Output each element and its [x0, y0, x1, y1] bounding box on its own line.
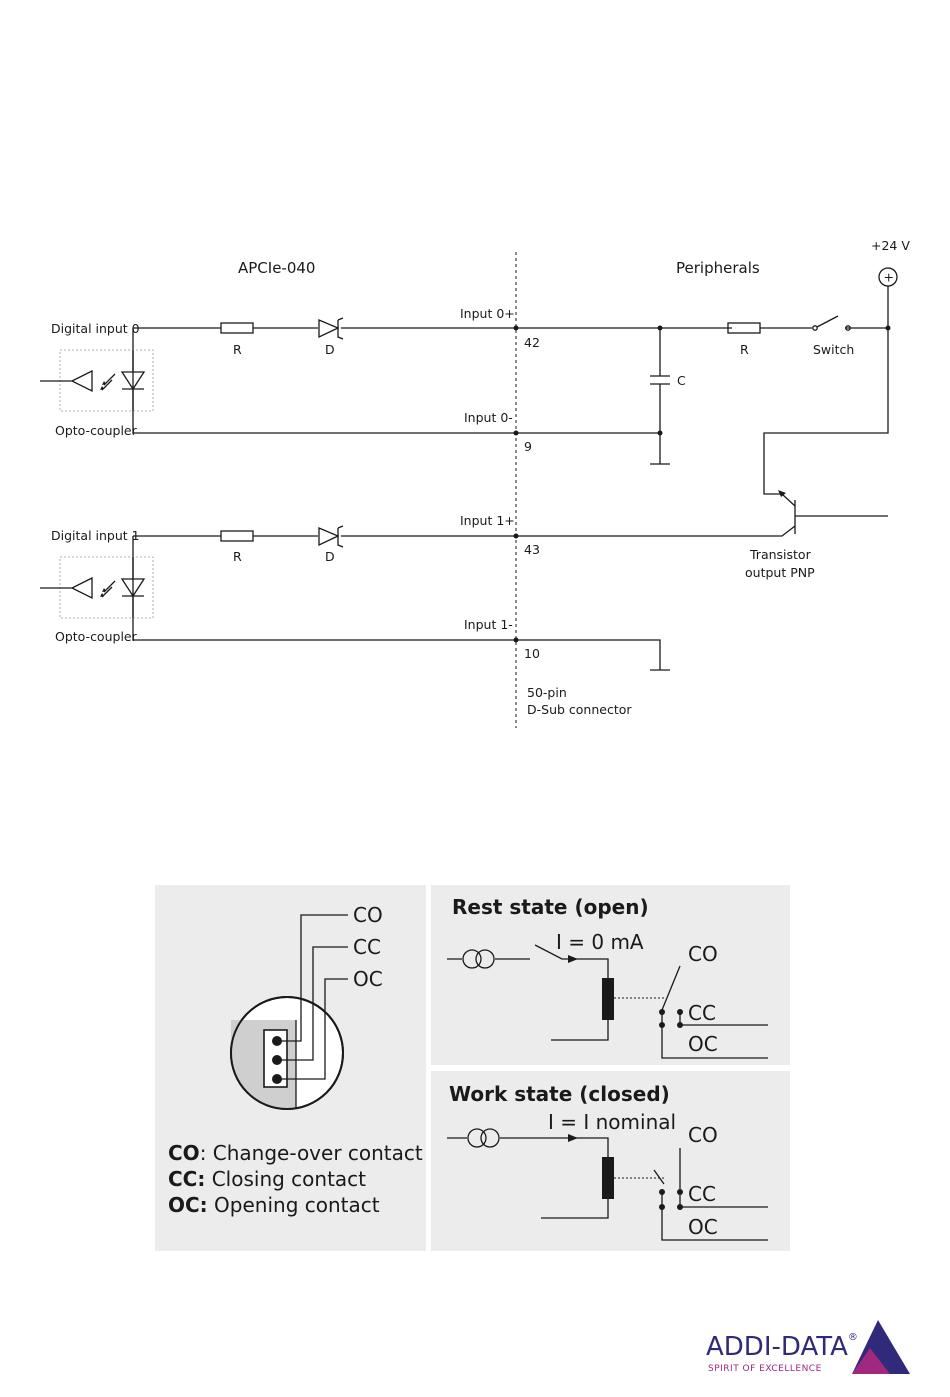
ch1-d-label: D: [325, 549, 335, 564]
channel-1: Digital input 1 R D Input 1+ 43 Input 1-…: [40, 513, 670, 671]
work-state-current: I = I nominal: [548, 1110, 676, 1134]
ch1-opto-icon: [40, 557, 146, 618]
connector-label-1: 50-pin: [527, 685, 567, 700]
ch1-diode-icon: [318, 525, 344, 548]
rest-state-current: I = 0 mA: [556, 930, 644, 954]
ch0-d-label: D: [325, 342, 335, 357]
rest-state-panel: [431, 885, 790, 1065]
capacitor-icon: [650, 328, 670, 465]
work-cc-label: CC: [688, 1182, 716, 1206]
logo-registered: ®: [847, 1332, 858, 1343]
relay-legend: CO: Change-over contact CC: Closing cont…: [168, 1140, 423, 1218]
peripherals-label: Peripherals: [676, 259, 760, 277]
rest-state-relay-icon: [447, 944, 768, 1059]
cap-label: C: [677, 373, 686, 388]
ch0-resistor-icon: [220, 322, 254, 334]
periph-r-label: R: [740, 342, 749, 357]
rest-cc-label: CC: [688, 1001, 716, 1025]
ch0-opto-icon: [40, 350, 146, 411]
work-oc-label: OC: [688, 1215, 718, 1239]
transistor-icon: [516, 328, 889, 537]
ch1-plus-label: Input 1+: [460, 513, 515, 528]
pinout-cc-label: CC: [353, 935, 381, 959]
rest-co-label: CO: [688, 942, 718, 966]
board-label: APCIe-040: [238, 259, 315, 277]
transistor-label-2: output PNP: [745, 565, 815, 580]
switch-icon: [812, 315, 851, 331]
work-state-relay-icon: [447, 1128, 768, 1241]
legend-oc: OC: Opening contact: [168, 1193, 380, 1217]
work-co-label: CO: [688, 1123, 718, 1147]
relay-pinout-icon: [230, 914, 348, 1110]
channel-0: Digital input 0 R D Input 0+ 42 Input 0-…: [40, 286, 891, 454]
ch1-opto-label: Opto-coupler: [55, 629, 138, 644]
addi-data-logo: ADDI-DATA® SPIRIT OF EXCELLENCE: [706, 1320, 916, 1380]
transistor-label-1: Transistor: [749, 547, 812, 562]
switch-label: Switch: [813, 342, 854, 357]
logo-tagline: SPIRIT OF EXCELLENCE: [708, 1364, 822, 1374]
legend-cc: CC: Closing contact: [168, 1167, 367, 1191]
pinout-oc-label: OC: [353, 967, 383, 991]
ch0-minus-label: Input 0-: [464, 410, 513, 425]
ch0-pin-minus: 9: [524, 439, 532, 454]
ch1-pin-minus: 10: [524, 646, 540, 661]
legend-co: CO: Change-over contact: [168, 1141, 423, 1165]
addi-data-logo-mark: [852, 1320, 910, 1374]
ch0-pin-plus: 42: [524, 335, 540, 350]
ch1-minus-label: Input 1-: [464, 617, 513, 632]
ch0-plus-label: Input 0+: [460, 306, 515, 321]
ch1-resistor-icon: [220, 530, 254, 542]
ch0-diode-icon: [318, 317, 344, 340]
supply-label: +24 V: [871, 238, 910, 253]
connector-label-2: D-Sub connector: [527, 702, 632, 717]
supply-plus: +: [884, 270, 894, 285]
logo-name: ADDI-DATA: [706, 1332, 848, 1362]
rest-oc-label: OC: [688, 1032, 718, 1056]
ch0-r-label: R: [233, 342, 242, 357]
work-state-title: Work state (closed): [449, 1082, 670, 1106]
ch0-name: Digital input 0: [51, 321, 140, 336]
periph-resistor-icon: [727, 322, 761, 334]
ch1-name: Digital input 1: [51, 528, 140, 543]
pinout-co-label: CO: [353, 903, 383, 927]
ch1-r-label: R: [233, 549, 242, 564]
rest-state-title: Rest state (open): [452, 895, 649, 919]
ch0-opto-label: Opto-coupler: [55, 423, 138, 438]
ch1-pin-plus: 43: [524, 542, 540, 557]
